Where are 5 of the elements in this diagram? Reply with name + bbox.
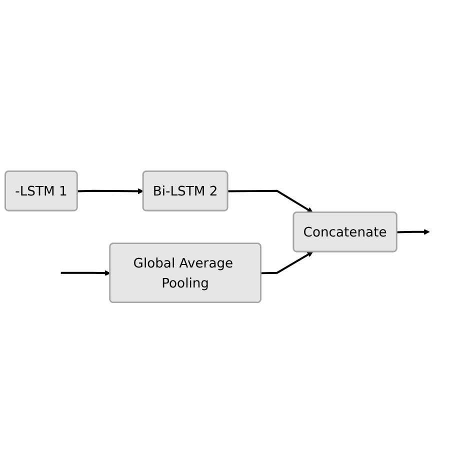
arrow — [396, 229, 430, 235]
arrow — [77, 188, 144, 194]
arrow — [261, 252, 313, 274]
arrow — [228, 190, 313, 213]
arrow — [60, 270, 110, 276]
